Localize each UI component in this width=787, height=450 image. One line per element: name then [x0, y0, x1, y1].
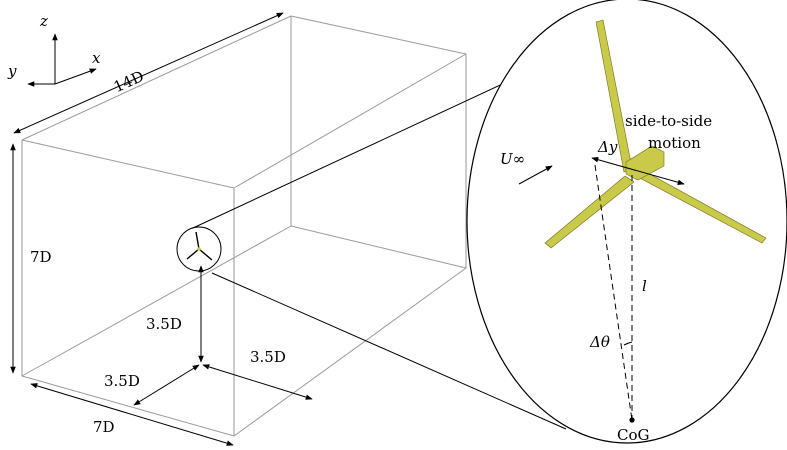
x-axis-label: x — [92, 49, 101, 67]
axis-triad: z x y — [7, 12, 101, 87]
motion-label-line2: motion — [648, 134, 701, 152]
y-axis-label: y — [7, 62, 17, 80]
length-arrow — [13, 12, 284, 134]
length-label: 14D — [111, 67, 147, 96]
zoom-line-top — [192, 72, 527, 229]
side-to-side-arrow — [591, 157, 685, 185]
dimension-height: 7D — [10, 143, 52, 374]
small-blade — [195, 231, 200, 250]
small-blade — [198, 248, 213, 261]
bottom-right-edge — [233, 267, 467, 437]
inflow-label: U∞ — [500, 150, 525, 168]
motion-label-line1: side-to-side — [625, 112, 712, 130]
dimension-hub-height: 3.5D — [146, 265, 204, 363]
small-hub — [197, 247, 201, 251]
hub-height-label: 3.5D — [146, 315, 182, 333]
angle-arc — [623, 341, 633, 346]
inflow-arrow — [518, 165, 553, 185]
lateral-left-label: 3.5D — [104, 372, 140, 390]
cog-label: CoG — [617, 426, 650, 444]
delta-y-label: Δy — [597, 138, 618, 156]
cog-point — [629, 417, 635, 423]
arm-length-label: l — [642, 277, 647, 295]
zoom-circle — [176, 226, 222, 272]
zoom-inset: U∞ side-to-side motion Δy l Δθ CoG — [466, 0, 787, 444]
dimension-length: 14D — [13, 12, 284, 134]
front-face — [21, 139, 235, 437]
height-label: 7D — [30, 248, 52, 266]
delta-theta-label: Δθ — [589, 333, 610, 351]
x-axis-arrow — [54, 68, 97, 85]
z-axis-label: z — [39, 12, 48, 30]
small-blade — [186, 248, 200, 260]
width-label: 7D — [93, 418, 115, 436]
dimension-lateral: 3.5D 3.5D — [104, 348, 313, 406]
width-arrow — [30, 383, 234, 446]
dimension-width: 7D — [30, 383, 234, 446]
lateral-right-arrow — [202, 364, 313, 400]
lateral-right-label: 3.5D — [250, 348, 286, 366]
small-turbine — [176, 226, 222, 272]
domain-box — [21, 15, 467, 437]
zoom-line-bottom — [211, 272, 567, 430]
top-right-edge — [233, 53, 467, 189]
inset-ellipse — [466, 0, 787, 444]
lateral-left-arrow — [133, 364, 200, 406]
bottom-left-edge — [21, 225, 292, 377]
pendulum-line-displaced — [594, 164, 633, 421]
top-left-edge — [21, 15, 292, 141]
